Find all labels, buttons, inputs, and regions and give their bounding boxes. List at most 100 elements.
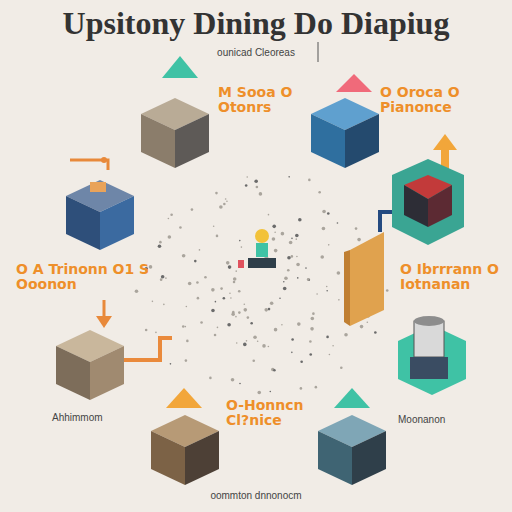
dot	[386, 289, 389, 292]
dot	[186, 340, 189, 343]
dot	[233, 277, 237, 281]
dot	[161, 275, 165, 279]
box-icon	[66, 180, 134, 250]
dot	[250, 322, 253, 325]
dot	[297, 277, 299, 279]
dot	[283, 281, 285, 283]
step-label: M Sooa O Otonrs	[218, 85, 298, 116]
dot	[241, 246, 243, 248]
caption-label: Moonanon	[398, 414, 445, 425]
dot	[326, 290, 328, 292]
box-icon	[151, 415, 219, 485]
dot	[194, 260, 197, 263]
dot	[214, 334, 217, 337]
dot	[274, 328, 278, 332]
dot	[283, 287, 287, 291]
tick	[318, 42, 319, 62]
dot	[245, 184, 248, 187]
dot	[268, 346, 270, 348]
dot	[217, 327, 219, 329]
dot	[273, 369, 276, 372]
dot	[235, 316, 237, 318]
dot	[243, 308, 247, 312]
dot	[200, 321, 203, 324]
dot	[229, 292, 231, 294]
dot	[257, 391, 261, 395]
dot	[268, 214, 270, 216]
dot	[254, 179, 258, 183]
step-label: O A Trinonn O1 S Ooonon	[16, 262, 166, 293]
dot	[257, 340, 259, 342]
dot	[287, 256, 291, 260]
dot	[247, 316, 250, 319]
dot	[196, 281, 199, 284]
dot	[239, 383, 241, 385]
dot	[322, 227, 326, 231]
caption-label: Ahhimmom	[52, 412, 103, 423]
dot	[185, 359, 188, 362]
dot	[357, 238, 361, 242]
connector-line	[118, 338, 172, 360]
dot	[149, 265, 153, 269]
scatter-dots	[135, 176, 389, 394]
dot	[225, 198, 227, 200]
arrow-head	[166, 388, 202, 408]
footer-label: oommton dnnonocm	[210, 490, 301, 501]
dot	[185, 326, 187, 328]
box-icon	[318, 415, 386, 485]
dot	[191, 208, 194, 211]
box-icon	[141, 98, 209, 168]
dot	[360, 325, 364, 329]
dot	[309, 340, 312, 343]
folder-icon	[344, 212, 392, 326]
dot	[182, 325, 185, 328]
dot	[235, 270, 237, 272]
dot	[209, 377, 212, 380]
dot	[274, 231, 276, 233]
dot	[238, 311, 241, 314]
dot	[312, 312, 315, 315]
dot	[300, 360, 303, 363]
dot	[315, 386, 318, 389]
dot	[160, 278, 163, 281]
dot	[270, 301, 274, 305]
dot	[296, 263, 300, 267]
step-label: O Ibrrrann O Iotnanan	[400, 262, 506, 293]
dot	[228, 265, 232, 269]
dot	[213, 225, 215, 227]
dot	[219, 205, 223, 209]
dot	[297, 322, 301, 326]
dot	[308, 278, 311, 281]
dot	[329, 354, 331, 356]
dot	[262, 344, 266, 348]
dot	[298, 218, 302, 222]
dot	[220, 287, 223, 290]
dot	[230, 297, 232, 299]
dot	[344, 333, 348, 337]
dot	[215, 301, 217, 303]
dot	[296, 256, 298, 258]
dot	[223, 297, 226, 300]
dot	[227, 323, 231, 327]
dot	[226, 261, 230, 265]
step-label: O-Honncn Cl?nice	[226, 398, 312, 429]
dot	[155, 332, 157, 334]
dot	[281, 324, 283, 326]
dot	[272, 237, 276, 241]
dot	[305, 267, 307, 269]
dot	[320, 255, 324, 259]
dot	[326, 286, 328, 288]
dot	[165, 277, 167, 279]
dot	[291, 338, 294, 341]
arrow	[96, 300, 112, 328]
diagram-title: Upsitony Dining Do Diapiug	[63, 6, 450, 41]
dot	[253, 335, 257, 339]
dot	[204, 276, 207, 279]
dot	[337, 271, 341, 275]
dot	[272, 225, 276, 229]
dot	[231, 312, 235, 316]
dot	[367, 321, 369, 323]
dot	[338, 299, 340, 301]
dot	[326, 336, 329, 339]
